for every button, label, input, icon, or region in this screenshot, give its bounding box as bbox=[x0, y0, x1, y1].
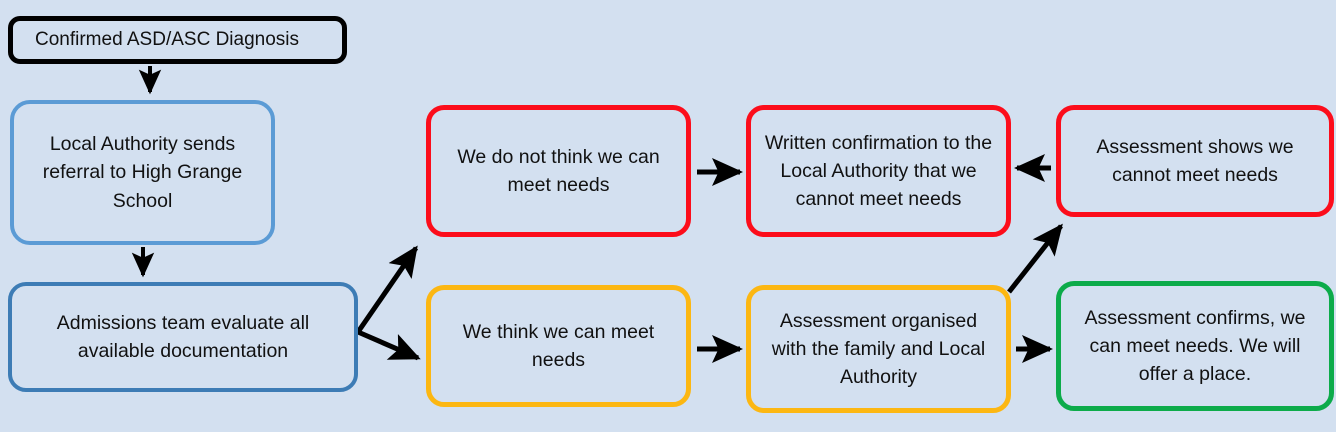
node-confirmed-diagnosis[interactable]: Confirmed ASD/ASC Diagnosis bbox=[8, 16, 347, 64]
node-written-confirmation-label: Written confirmation to the Local Author… bbox=[764, 131, 993, 211]
node-local-authority-referral[interactable]: Local Authority sends referral to High G… bbox=[10, 100, 275, 245]
node-we-do-not-think-we-can-meet-needs-label: We do not think we can meet needs bbox=[457, 145, 660, 196]
node-assessment-organised[interactable]: Assessment organised with the family and… bbox=[746, 285, 1011, 413]
arrow-assessment-organised-to-assessment-shows-cannot bbox=[1007, 223, 1063, 294]
node-admissions-evaluate-label: Admissions team evaluate all available d… bbox=[56, 311, 310, 362]
node-admissions-evaluate[interactable]: Admissions team evaluate all available d… bbox=[8, 282, 358, 392]
node-we-think-we-can-meet-needs[interactable]: We think we can meet needs bbox=[426, 285, 691, 407]
node-we-think-we-can-meet-needs-label: We think we can meet needs bbox=[462, 320, 655, 371]
node-local-authority-referral-label: Local Authority sends referral to High G… bbox=[42, 133, 243, 212]
node-written-confirmation[interactable]: Written confirmation to the Local Author… bbox=[746, 105, 1011, 237]
node-assessment-shows-cannot-meet-needs[interactable]: Assessment shows we cannot meet needs bbox=[1056, 105, 1334, 217]
node-confirmed-diagnosis-label: Confirmed ASD/ASC Diagnosis bbox=[35, 29, 299, 51]
node-offer-a-place[interactable]: Assessment confirms, we can meet needs. … bbox=[1056, 281, 1334, 411]
node-offer-a-place-label: Assessment confirms, we can meet needs. … bbox=[1084, 306, 1306, 386]
arrow-admissions-to-cannot-meet bbox=[355, 245, 419, 334]
node-assessment-shows-cannot-meet-needs-label: Assessment shows we cannot meet needs bbox=[1096, 135, 1294, 186]
node-assessment-organised-label: Assessment organised with the family and… bbox=[771, 309, 986, 389]
arrow-admissions-to-can-meet bbox=[357, 329, 421, 361]
node-we-do-not-think-we-can-meet-needs[interactable]: We do not think we can meet needs bbox=[426, 105, 691, 237]
